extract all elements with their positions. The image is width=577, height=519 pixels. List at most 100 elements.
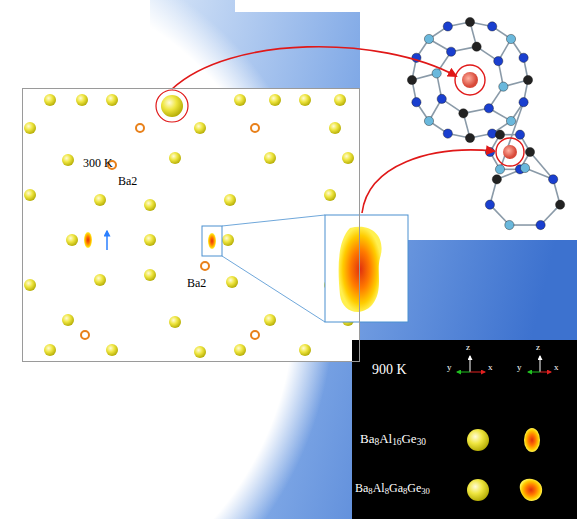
cage-atom <box>555 200 564 209</box>
axis-y <box>457 372 470 373</box>
ba-sphere <box>264 152 276 164</box>
result-panel: 900 KzyxzyxBa8Al16Ge30Ba8Al8Ga8Ge30 <box>352 340 577 519</box>
ba-sphere <box>224 194 236 206</box>
cage-atom <box>536 220 545 229</box>
cage-atom <box>488 22 497 31</box>
ba-sphere <box>226 276 238 288</box>
ba-sphere <box>144 269 156 281</box>
cage-atom <box>412 98 421 107</box>
ba-sphere <box>62 314 74 326</box>
cage-atom <box>485 200 494 209</box>
ba-sphere <box>222 234 234 246</box>
ba-sphere <box>299 344 311 356</box>
cage-atom <box>485 147 494 156</box>
text-label: Ba2 <box>118 175 137 189</box>
ba-sphere <box>169 316 181 328</box>
cage-atom <box>443 129 452 138</box>
text-label: Ba2 <box>187 277 206 291</box>
formula-label: Ba8Al8Ga8Ge30 <box>355 482 430 496</box>
cage-atom <box>472 42 481 51</box>
zoom-frame <box>202 226 222 256</box>
density-sphere <box>467 479 489 501</box>
cage-atom <box>519 53 528 62</box>
text-label: 300 K <box>83 157 113 171</box>
cage-atom <box>492 175 501 184</box>
cage-atom <box>424 34 433 43</box>
density-blob <box>208 233 216 249</box>
highlight-ring <box>496 138 524 166</box>
guest-density <box>462 72 478 88</box>
ba-sphere <box>194 346 206 358</box>
cage-atom <box>494 57 503 66</box>
ba-sphere <box>106 94 118 106</box>
text-label: y <box>517 362 522 372</box>
ba-sphere <box>334 94 346 106</box>
lattice-map <box>24 90 354 358</box>
cage-atom <box>495 130 504 139</box>
cage-atom <box>447 47 456 56</box>
ba-sphere <box>106 344 118 356</box>
top-strip <box>235 0 365 12</box>
zoom-box <box>325 215 408 322</box>
text-label: x <box>554 362 559 372</box>
text-label: y <box>447 362 452 372</box>
ba2-site <box>136 124 144 132</box>
ba-sphere <box>234 94 246 106</box>
ba-sphere <box>76 94 88 106</box>
axis-y <box>528 372 540 373</box>
map-panel <box>22 88 360 362</box>
cage-atom <box>459 109 468 118</box>
text-label: 900 K <box>372 362 407 378</box>
cage-atom <box>465 133 474 142</box>
ba-sphere <box>44 94 56 106</box>
cage-atom <box>432 69 441 78</box>
ba2-site <box>201 262 209 270</box>
axis-x <box>470 372 485 373</box>
ba-sphere <box>169 152 181 164</box>
cage-atom <box>525 147 534 156</box>
formula-label: Ba8Al16Ge30 <box>360 432 426 447</box>
ba-sphere <box>161 95 183 117</box>
density-ellipsoid <box>520 479 542 501</box>
ba-sphere <box>269 94 281 106</box>
ba-sphere <box>24 279 36 291</box>
cage-atom <box>424 116 433 125</box>
axis-z <box>540 356 541 372</box>
ba-sphere <box>62 154 74 166</box>
cage-atom <box>519 98 528 107</box>
highlight-ring <box>156 90 188 122</box>
ba-sphere <box>144 234 156 246</box>
cage-panel <box>360 0 577 240</box>
density-bean <box>339 227 382 312</box>
cage-atom <box>505 220 514 229</box>
cage-structure <box>407 17 564 229</box>
ba-sphere <box>94 274 106 286</box>
ba2-site <box>251 124 259 132</box>
cage-atom <box>484 104 493 113</box>
ba-sphere <box>342 152 354 164</box>
cage-atom <box>465 17 474 26</box>
cage-atom <box>499 82 508 91</box>
ba-sphere <box>299 94 311 106</box>
ba-sphere <box>194 122 206 134</box>
highlight-ring <box>455 65 485 95</box>
text-label: z <box>536 342 540 352</box>
density-ellipsoid <box>524 428 540 452</box>
ba-sphere <box>44 344 56 356</box>
guest-density <box>503 145 517 159</box>
ba2-site <box>81 331 89 339</box>
ba-sphere <box>94 194 106 206</box>
cage-atom <box>523 75 532 84</box>
text-label: x <box>488 362 493 372</box>
dark-panel <box>352 340 577 519</box>
map-panel: 300 KBa2Ba2 <box>22 88 360 362</box>
zoom-line <box>222 256 325 322</box>
axis-z <box>470 356 471 372</box>
ba-sphere <box>24 122 36 134</box>
ba-sphere <box>234 344 246 356</box>
cage-atom <box>515 130 524 139</box>
ba-sphere <box>24 189 36 201</box>
zoom-line <box>222 215 325 226</box>
axes <box>457 356 551 372</box>
